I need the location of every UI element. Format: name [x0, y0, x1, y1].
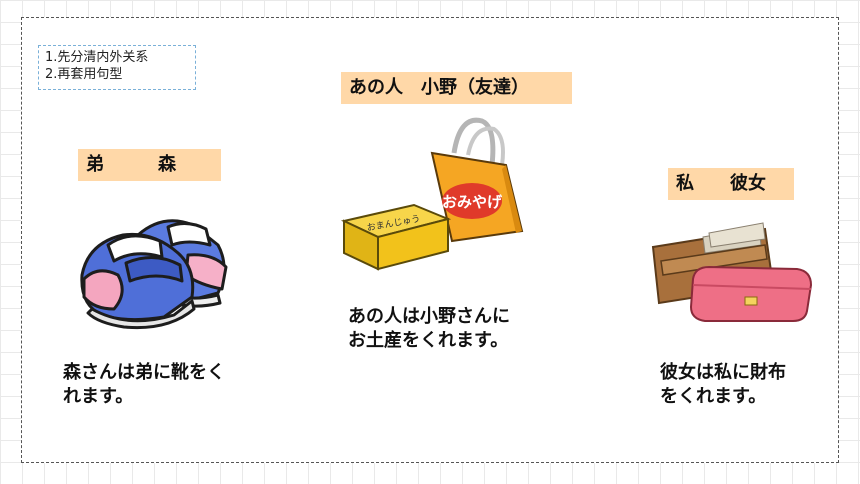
bag-label-shape: [442, 183, 502, 219]
sentence-shoes-line-1: 森さんは弟に靴をく: [63, 362, 225, 383]
sentence-souvenir: あの人は小野さんに お土産をくれます。: [348, 305, 548, 353]
souvenir-illustration: おみやげ おまんじゅう: [340, 117, 524, 271]
sentence-shoes: 森さんは弟に靴をく れます。: [63, 361, 263, 409]
sentence-souvenir-line-1: あの人は小野さんに: [348, 306, 510, 327]
label-giver-receiver-wallet: 私 彼女: [668, 168, 794, 200]
bag-text: おみやげ: [442, 193, 503, 211]
sentence-shoes-line-2: れます。: [63, 386, 134, 407]
note-line-2: 2.再套用句型: [45, 67, 123, 82]
instruction-note: 1.先分清内外关系 2.再套用句型: [38, 45, 196, 90]
sentence-wallet: 彼女は私に財布 をくれます。: [660, 361, 830, 409]
sentence-souvenir-line-2: お土産をくれます。: [348, 330, 509, 351]
note-line-1: 1.先分清内外关系: [45, 50, 149, 65]
wallet-illustration: [651, 222, 813, 322]
label-giver-receiver-shoes: 弟 森: [78, 149, 221, 181]
label-giver-receiver-souvenir: あの人 小野（友達）: [341, 72, 572, 104]
sentence-wallet-line-1: 彼女は私に財布: [660, 362, 786, 383]
shoes-illustration: [80, 219, 228, 330]
sentence-wallet-line-2: をくれます。: [660, 386, 767, 407]
